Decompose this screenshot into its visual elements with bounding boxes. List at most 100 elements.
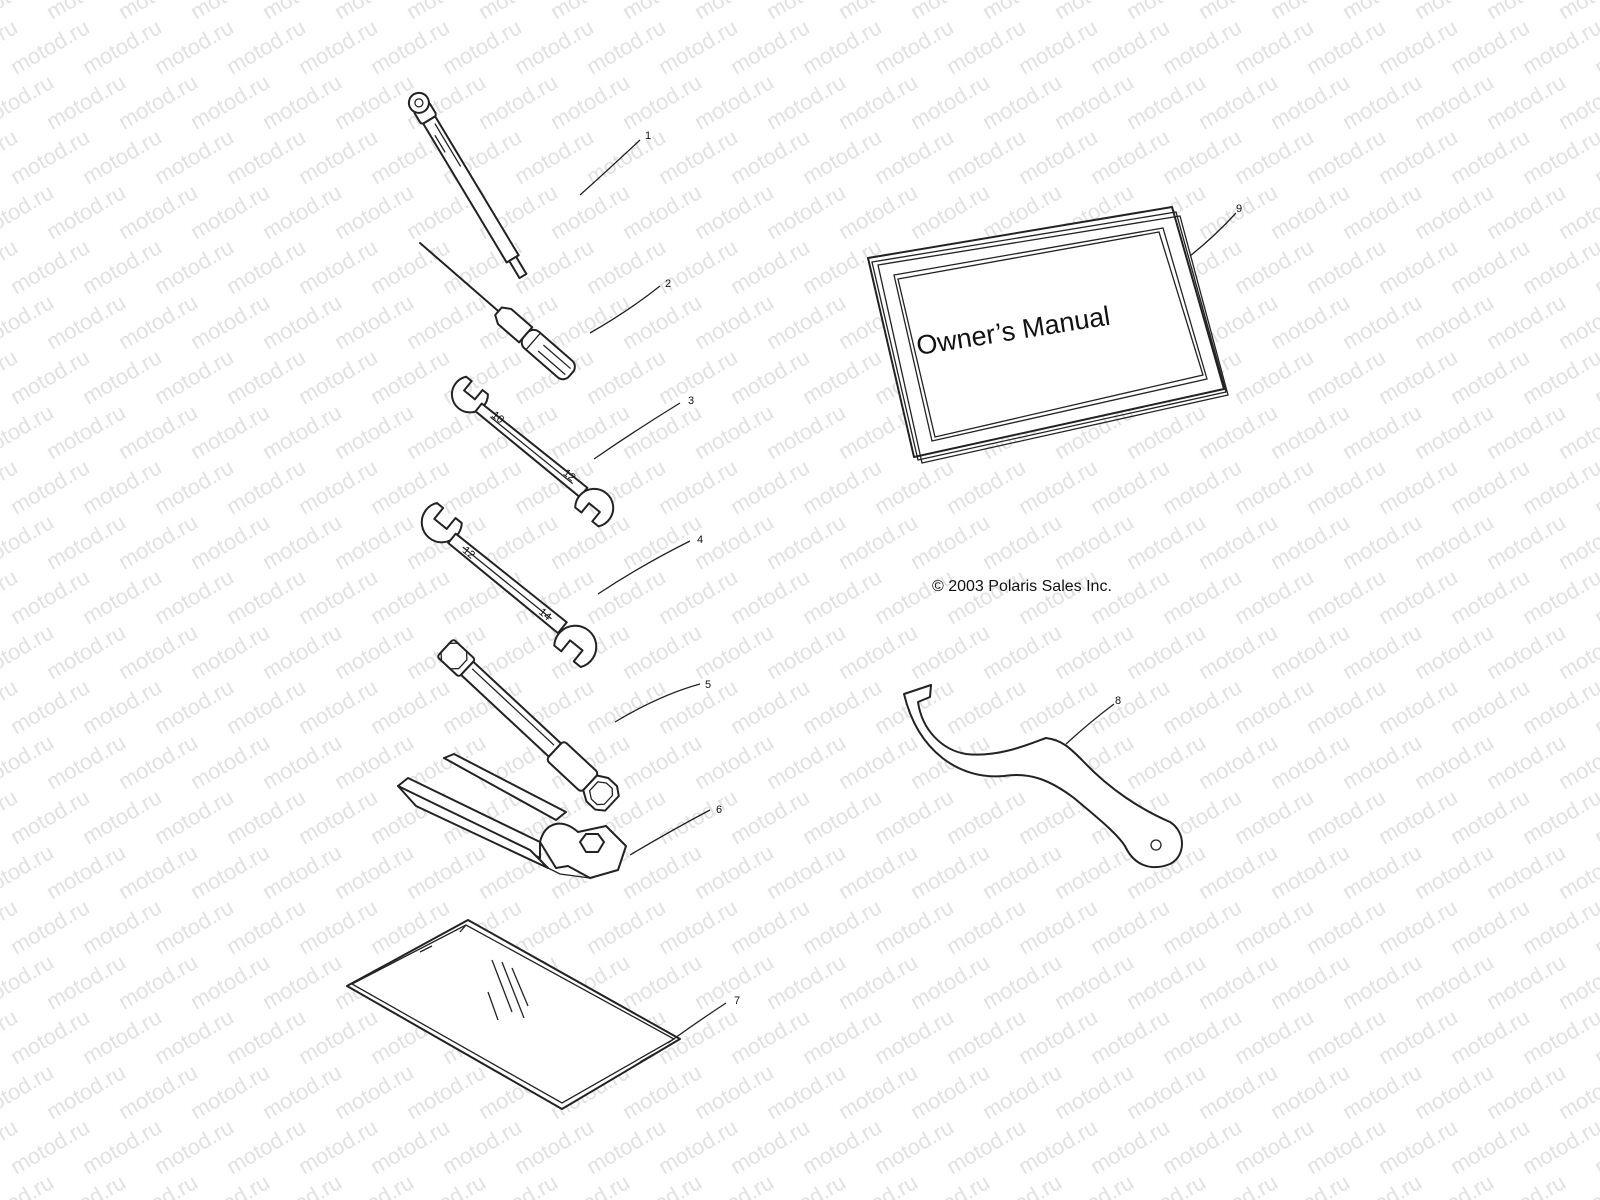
watermark-text: motod.ru [762, 619, 850, 684]
watermark-text: motod.ru [42, 729, 130, 794]
watermark-text: motod.ru [870, 1004, 958, 1069]
watermark-text: motod.ru [150, 14, 238, 79]
watermark-text: motod.ru [1014, 1114, 1102, 1179]
watermark-text: motod.ru [114, 179, 202, 244]
watermark-text: motod.ru [1158, 674, 1246, 739]
watermark-text: motod.ru [186, 509, 274, 574]
watermark-text: motod.ru [1230, 564, 1318, 629]
watermark-text: motod.ru [1122, 69, 1210, 134]
watermark-text: motod.ru [114, 949, 202, 1014]
watermark-text: motod.ru [978, 509, 1066, 574]
watermark-text: motod.ru [294, 894, 382, 959]
watermark-text: motod.ru [1230, 454, 1318, 519]
watermark-text: motod.ru [1338, 69, 1426, 134]
watermark-text: motod.ru [1374, 784, 1462, 849]
watermark-text: motod.ru [690, 839, 778, 904]
watermark-text: motod.ru [1482, 1169, 1570, 1200]
watermark-text: motod.ru [1266, 619, 1354, 684]
watermark-text: motod.ru [834, 1169, 922, 1200]
watermark-text: motod.ru [1230, 894, 1318, 959]
watermark-text: motod.ru [1302, 124, 1390, 189]
watermark-text: motod.ru [402, 1059, 490, 1124]
wrench4-size-b: 14 [536, 606, 553, 623]
watermark-text: motod.ru [582, 894, 670, 959]
watermark-text: motod.ru [1194, 509, 1282, 574]
watermark-text: motod.ru [1410, 619, 1498, 684]
watermark-text: motod.ru [366, 674, 454, 739]
watermark-text: motod.ru [690, 179, 778, 244]
callout-7: 7 [734, 995, 740, 1007]
watermark-text: motod.ru [78, 564, 166, 629]
watermark-text: motod.ru [1230, 1004, 1318, 1069]
watermark-text: motod.ru [1086, 1004, 1174, 1069]
watermark-text: motod.ru [42, 69, 130, 134]
watermark-text: motod.ru [330, 399, 418, 464]
watermark-text: motod.ru [150, 454, 238, 519]
watermark-text: motod.ru [1374, 674, 1462, 739]
watermark-text: motod.ru [582, 454, 670, 519]
watermark-text: motod.ru [330, 1169, 418, 1200]
watermark-text: motod.ru [618, 619, 706, 684]
watermark-text: motod.ru [1122, 729, 1210, 794]
watermark-text: motod.ru [1230, 14, 1318, 79]
watermark-text: motod.ru [222, 564, 310, 629]
watermark-text: motod.ru [6, 894, 94, 959]
watermark-text: motod.ru [186, 289, 274, 354]
watermark-text: motod.ru [186, 949, 274, 1014]
watermark-text: motod.ru [330, 1059, 418, 1124]
watermark-text: motod.ru [1266, 839, 1354, 904]
watermark-text: motod.ru [1122, 1169, 1210, 1200]
watermark-text: motod.ru [1518, 1004, 1600, 1069]
watermark-text: motod.ru [42, 1059, 130, 1124]
watermark-text: motod.ru [906, 619, 994, 684]
watermark-text: motod.ru [222, 124, 310, 189]
watermark-text: motod.ru [1410, 509, 1498, 574]
watermark-text: motod.ru [726, 124, 814, 189]
watermark-text: motod.ru [510, 894, 598, 959]
watermark-text: motod.ru [1194, 839, 1282, 904]
watermark-text: motod.ru [1050, 949, 1138, 1014]
watermark-text: motod.ru [1014, 124, 1102, 189]
watermark-text: motod.ru [1482, 289, 1570, 354]
watermark-text: motod.ru [1482, 839, 1570, 904]
watermark-text: motod.ru [582, 674, 670, 739]
watermark-text: motod.ru [6, 1004, 94, 1069]
watermark-text: motod.ru [582, 14, 670, 79]
watermark-text: motod.ru [762, 179, 850, 244]
watermark-text: motod.ru [402, 1169, 490, 1200]
watermark-text: motod.ru [1194, 399, 1282, 464]
watermark-text: motod.ru [690, 619, 778, 684]
watermark-text: motod.ru [6, 344, 94, 409]
watermark-text: motod.ru [150, 1004, 238, 1069]
watermark-text: motod.ru [6, 784, 94, 849]
watermark-text: motod.ru [1230, 674, 1318, 739]
watermark-text: motod.ru [258, 289, 346, 354]
watermark-text: motod.ru [762, 289, 850, 354]
watermark-text: motod.ru [546, 509, 634, 574]
watermark-text: motod.ru [438, 1114, 526, 1179]
watermark-text: motod.ru [330, 289, 418, 354]
watermark-text: motod.ru [1050, 509, 1138, 574]
watermark-text: motod.ru [906, 69, 994, 134]
watermark-text: motod.ru [834, 1059, 922, 1124]
watermark-text: motod.ru [1482, 179, 1570, 244]
watermark-text: motod.ru [690, 509, 778, 574]
watermark-text: motod.ru [762, 729, 850, 794]
watermark-text: motod.ru [762, 839, 850, 904]
watermark-text: motod.ru [1410, 69, 1498, 134]
watermark-text: motod.ru [690, 729, 778, 794]
watermark-text: motod.ru [1410, 1169, 1498, 1200]
watermark-text: motod.ru [1338, 179, 1426, 244]
watermark-text: motod.ru [546, 289, 634, 354]
watermark-text: motod.ru [1122, 1059, 1210, 1124]
watermark-text: motod.ru [798, 674, 886, 739]
watermark-text: motod.ru [510, 1114, 598, 1179]
watermark-text: motod.ru [78, 344, 166, 409]
callout-9: 9 [1236, 203, 1242, 215]
watermark-text: motod.ru [1338, 1059, 1426, 1124]
watermark-text: motod.ru [726, 1114, 814, 1179]
watermark-text: motod.ru [1086, 454, 1174, 519]
watermark-text: motod.ru [726, 234, 814, 299]
